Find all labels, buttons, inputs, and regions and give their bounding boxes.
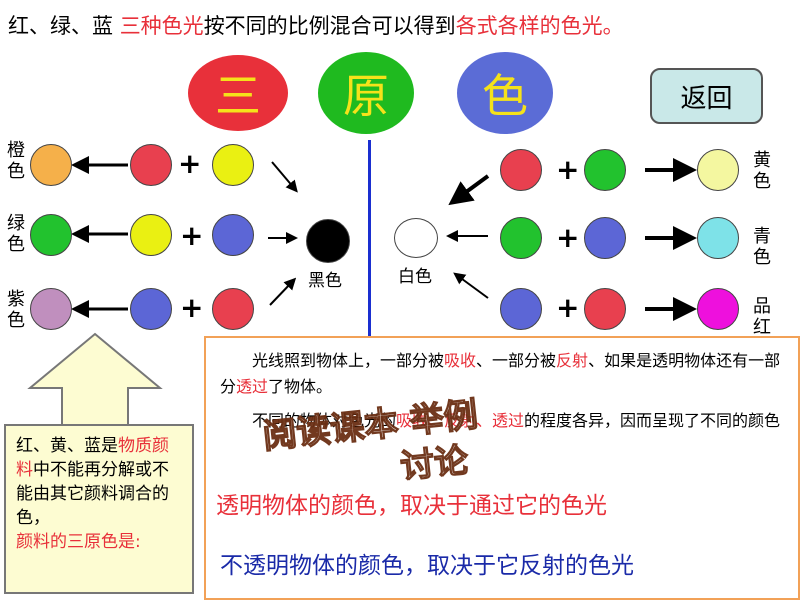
center-dot-black [306,219,350,263]
info-paragraph-1: 光线照到物体上，一部分被吸收、一部分被反射、如果是透明物体还有一部分透过了物体。 [220,351,781,396]
plus-sign: + [556,153,580,186]
result-label-green: 绿色 [7,213,25,255]
result-dot-yellow [697,149,739,191]
note-text-c: 中不能再分解或不能由其它颜料调合的色， [16,460,169,528]
mix-dot-red [130,144,172,186]
result-dot-orange [30,144,72,186]
arrow-to-white-bottom [453,272,489,299]
primary-circle-green: 原 [318,52,414,134]
plus-sign: + [178,147,202,180]
primary-char-1: 三 [215,69,261,123]
title-highlight-light: 三种色光 [119,14,204,38]
result-label-cyan: 青色 [753,226,771,268]
mix-dot-blue [212,214,254,256]
result-label-magenta: 品红 [753,296,771,338]
title-part2: 按不同的比例混合可以得到 [203,14,456,38]
mix-dot-green [584,149,626,191]
info-box: 光线照到物体上，一部分被吸收、一部分被反射、如果是透明物体还有一部分透过了物体。… [204,336,800,600]
title-part1: 红、绿、蓝 [8,14,120,38]
mix-dot-blue [500,288,542,330]
arrow-to-white-top [448,174,490,206]
up-arrow-shape [27,332,163,429]
transparent-statement: 透明物体的颜色，取决于通过它的色光 [216,493,607,519]
note-text-a: 红、黄、蓝是 [16,436,118,456]
primary-char-2: 原 [343,69,389,123]
center-dot-white [394,218,438,258]
plus-sign: + [180,291,204,324]
primary-circle-red: 三 [188,55,288,131]
result-dot-purple [30,288,72,330]
mix-dot-blue [584,217,626,259]
title-highlight-result: 各式各样的色光。 [455,14,624,38]
primary-circle-blue: 色 [457,52,553,134]
result-label-yellow: 黄色 [753,150,771,192]
result-dot-cyan [697,217,739,259]
result-label-purple: 紫色 [7,289,25,331]
mix-dot-blue [130,288,172,330]
plus-sign: + [556,291,580,324]
result-label-orange: 橙色 [7,140,25,182]
plus-sign: + [180,219,204,252]
note-text-d: 颜料的三原色是: [16,532,141,552]
black-label: 黑色 [308,271,342,291]
primary-char-3: 色 [482,69,528,123]
mix-dot-red [500,149,542,191]
mix-dot-red [584,288,626,330]
result-dot-green [30,214,72,256]
opaque-statement: 不透明物体的颜色，取决于它反射的色光 [220,553,634,579]
info-paragraph-2: 不同的物体对色光的吸收、反射、透过的程度各异，因而呈现了不同的颜色 [252,411,781,430]
mix-dot-yellow [130,214,172,256]
result-dot-magenta [697,288,739,330]
pigment-note: 红、黄、蓝是物质颜料中不能再分解或不能由其它颜料调合的色， 颜料的三原色是: [4,424,194,594]
arrow-to-black-bottom [269,277,297,306]
mix-dot-red [212,288,254,330]
back-button[interactable]: 返回 [650,68,763,124]
mix-dot-yellow [212,144,254,186]
note-text-b: 物质颜料 [16,436,169,480]
page-title: 红、绿、蓝 三种色光按不同的比例混合可以得到各式各样的色光。 [8,10,624,40]
white-label: 白色 [398,267,432,287]
mix-dot-green [500,217,542,259]
arrow-to-black-top [271,161,298,193]
plus-sign: + [556,221,580,254]
overlay-text-discuss: 讨论 [398,440,471,488]
